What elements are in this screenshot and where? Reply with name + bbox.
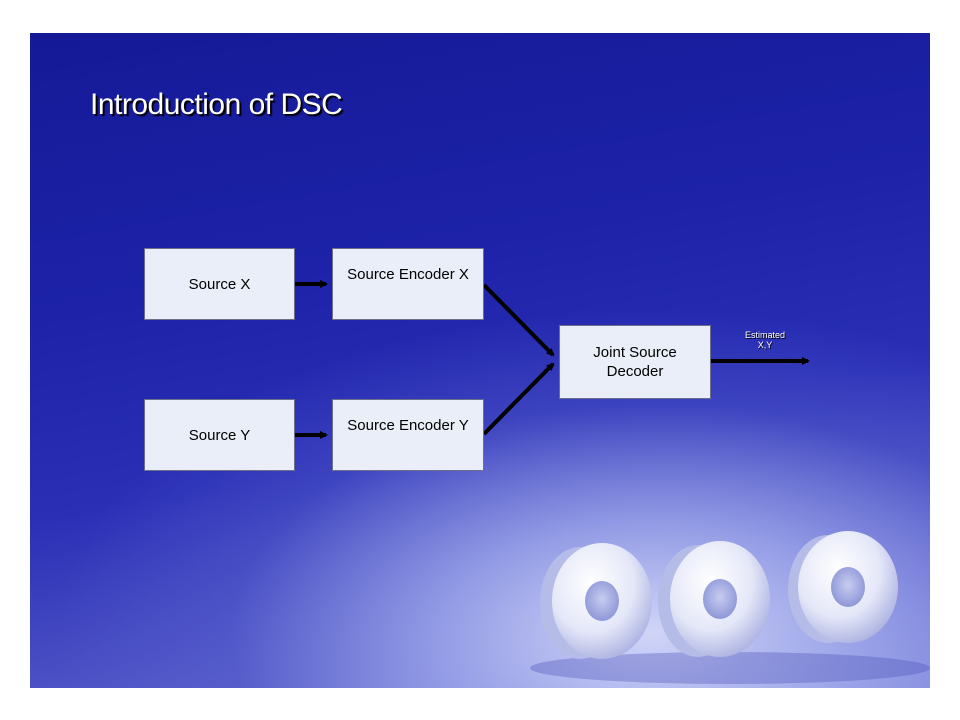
source-y-label: Source Y: [188, 426, 251, 444]
source-encoder-x-label: Source Encoder X: [347, 266, 469, 283]
source-encoder-y-block: Source Encoder Y: [332, 399, 484, 471]
polo-candy-1-icon: [540, 543, 652, 659]
joint-source-decoder-block: Joint Source Decoder: [559, 325, 711, 399]
output-label-line2: X,Y: [757, 340, 773, 350]
arrow-encoder-x-to-decoder: [482, 283, 555, 357]
source-encoder-x-block: Source Encoder X: [332, 248, 484, 320]
source-x-label: Source X: [188, 275, 251, 293]
polo-candies-image: [530, 531, 930, 684]
slide: Introduction of DSC Source X Source Enco…: [30, 33, 930, 688]
slide-title: Introduction of DSC: [90, 88, 343, 122]
diagram-arrows: [294, 280, 810, 439]
arrow-encoder-y-to-decoder: [482, 362, 555, 436]
source-y-block: Source Y: [144, 399, 295, 471]
output-label-line1: Estimated: [744, 330, 786, 340]
joint-source-decoder-label-line1: Joint Source: [593, 344, 677, 361]
source-encoder-y-label: Source Encoder Y: [347, 417, 469, 434]
output-label: Estimated X,Y: [730, 330, 800, 350]
slide-title-rest: of DSC: [240, 88, 343, 121]
polo-candy-3-icon: [788, 531, 898, 643]
polo-candy-2-icon: [658, 541, 770, 657]
slide-title-main: Introduction: [90, 88, 241, 121]
source-x-block: Source X: [144, 248, 295, 320]
joint-source-decoder-label-line2: Decoder: [606, 363, 664, 380]
